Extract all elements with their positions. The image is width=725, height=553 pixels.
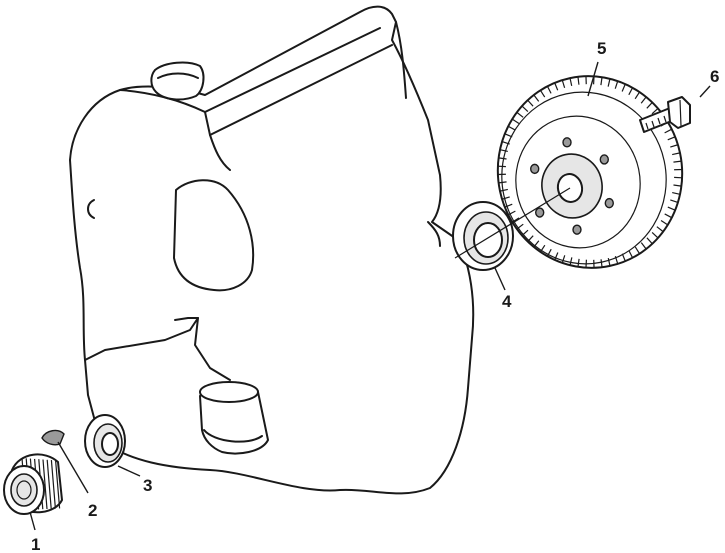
sprocket-tooth [46, 459, 52, 509]
flywheel-tooth [667, 206, 676, 211]
flywheel-tooth [554, 82, 559, 91]
callout-2: 2 [88, 501, 97, 520]
bolt-hole [572, 224, 582, 235]
callout-4: 4 [502, 292, 512, 311]
engine-block [69, 5, 475, 495]
flywheel-tooth [499, 149, 508, 153]
flywheel-tooth [672, 191, 681, 195]
flywheel-tooth [634, 246, 641, 255]
flywheel-tooth [577, 76, 580, 85]
sprocket-tooth [42, 459, 48, 510]
flywheel-tooth [498, 157, 507, 160]
flywheel-tooth [527, 99, 534, 107]
flywheel-tooth [640, 242, 647, 250]
flywheel-tooth [577, 258, 580, 267]
flywheel-tooth [504, 203, 513, 208]
callout-1: 1 [31, 535, 40, 553]
flywheel-tooth [667, 136, 676, 141]
bolt-hole [599, 154, 609, 165]
flywheel-tooth [646, 102, 653, 109]
flywheel-tooth [516, 111, 524, 118]
flywheel-tooth [664, 213, 673, 219]
flywheel-tooth [561, 255, 566, 264]
flywheel-tooth [554, 252, 559, 261]
front-oil-seal [84, 414, 126, 468]
flywheel-tooth [656, 226, 664, 233]
flywheel-tooth [614, 80, 619, 89]
flywheel-tooth [628, 87, 634, 96]
crankshaft-sprocket [3, 453, 63, 515]
flywheel-tooth [651, 232, 659, 239]
flywheel-tooth [600, 259, 603, 268]
flywheel-tooth [651, 108, 659, 115]
sprocket-tooth [50, 460, 56, 509]
flywheel-tooth [670, 144, 679, 148]
flywheel-tooth [546, 85, 552, 94]
flywheel-tooth [607, 257, 611, 267]
callout-6: 6 [710, 67, 719, 86]
flywheel-tooth [521, 105, 529, 112]
flywheel-tooth [533, 94, 540, 102]
callout-5: 5 [597, 39, 606, 58]
bolt-hole [604, 197, 614, 209]
flywheel-tooth [672, 152, 681, 156]
flywheel-tooth [501, 196, 510, 200]
flywheel-tooth [634, 91, 641, 100]
callouts: 1 2 3 4 5 6 [29, 39, 719, 553]
flywheel-tooth [561, 79, 566, 88]
flywheel-tooth [640, 96, 647, 104]
flywheel-tooth [607, 78, 611, 87]
callout-3: 3 [143, 476, 152, 495]
flywheel [454, 75, 684, 269]
flywheel-tooth [646, 237, 653, 245]
flywheel-tooth [660, 220, 669, 226]
flywheel-tooth [664, 128, 673, 134]
rear-oil-seal [452, 201, 514, 271]
flywheel-tooth [670, 199, 679, 203]
bolt-hole [562, 137, 572, 148]
flywheel-tooth [511, 118, 520, 124]
flywheel-tooth [673, 160, 682, 163]
flywheel-tooth [539, 89, 546, 98]
flywheel-tooth [673, 184, 682, 187]
flywheel-tooth [621, 83, 626, 92]
flywheel-tooth [569, 77, 573, 87]
flywheel-bolt [639, 96, 691, 133]
sprocket-tooth [55, 460, 61, 509]
bolt-hole [535, 207, 545, 218]
flywheel-tooth [600, 77, 603, 86]
woodruff-key [41, 429, 65, 446]
bolt-hole [530, 163, 540, 175]
flywheel-tooth [507, 210, 516, 216]
flywheel-tooth [628, 250, 634, 259]
flywheel-tooth [499, 188, 508, 192]
flywheel-tooth [507, 125, 516, 131]
flywheel-tooth [569, 257, 573, 266]
